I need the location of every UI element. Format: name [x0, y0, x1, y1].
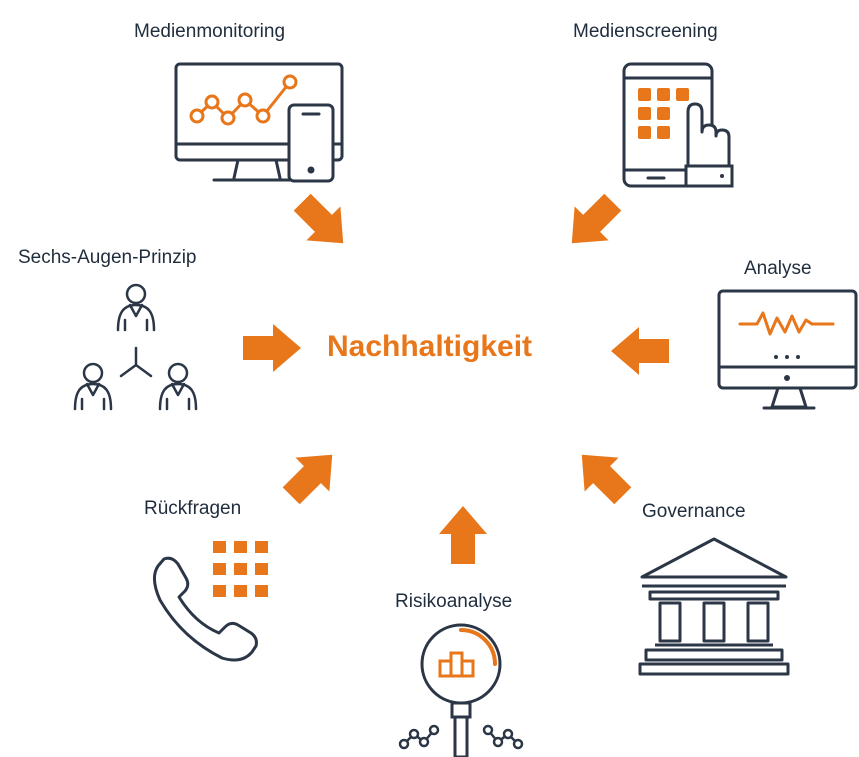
label-medienmonitoring: Medienmonitoring [134, 21, 286, 42]
label-sechs-augen-prinzip: Sechs-Augen-Prinzip [18, 247, 197, 268]
building-icon [638, 537, 790, 676]
monitor-pulse-icon [717, 289, 858, 410]
arrow-from-medienmonitoring [285, 185, 361, 261]
arrow-from-rueckfragen [274, 437, 350, 513]
label-medienscreening: Medienscreening [573, 21, 718, 42]
arrow-from-medienscreening [554, 185, 630, 261]
arrow-from-risikoanalyse [439, 506, 487, 564]
arrow-from-governance [564, 437, 640, 513]
label-analyse: Analyse [744, 258, 812, 279]
tablet-touch-icon [622, 62, 734, 188]
phone-keypad-icon [153, 541, 268, 662]
people-hierarchy-icon [73, 283, 198, 411]
label-risikoanalyse: Risikoanalyse [395, 591, 513, 612]
center-label: Nachhaltigkeit [326, 330, 533, 363]
label-rueckfragen: Rückfragen [144, 498, 242, 519]
monitor-chart-icon [174, 62, 344, 183]
label-governance: Governance [642, 501, 746, 522]
magnifier-analysis-icon [398, 623, 524, 757]
